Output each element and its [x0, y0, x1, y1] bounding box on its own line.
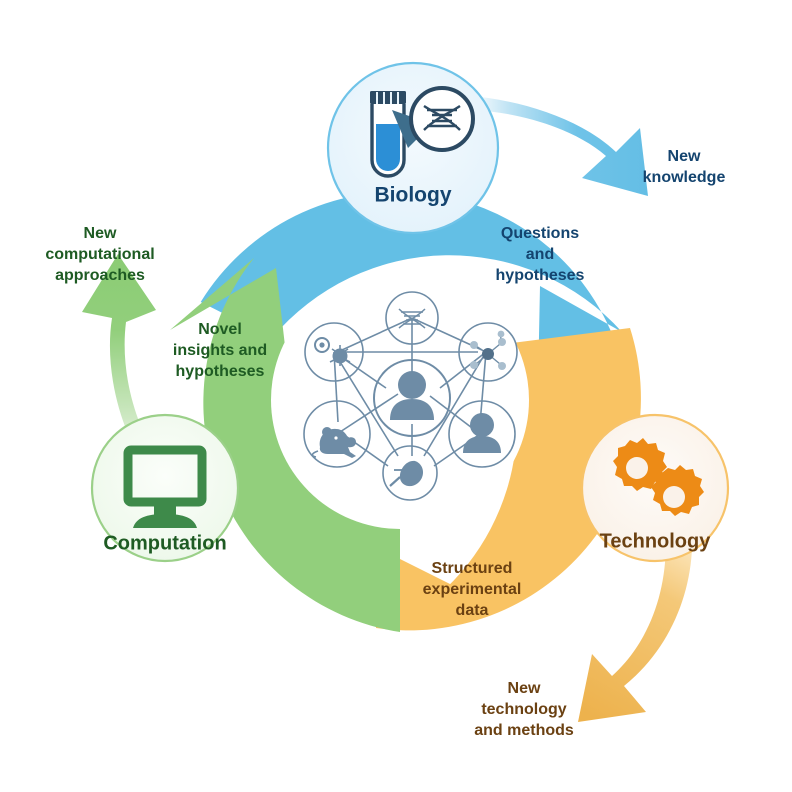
segment-label-novel-line2: insights and: [173, 342, 267, 359]
hub-node-person-right: [448, 400, 516, 468]
output-label-comp-line2: computational: [45, 246, 154, 263]
node-technology[interactable]: Technology: [580, 413, 730, 563]
hub-node-glyphs: [311, 308, 506, 487]
dna-icon: [398, 308, 426, 329]
test-tube-dna-magnifier-icon: [370, 86, 475, 178]
output-arrow-new-computational: [82, 254, 160, 472]
segment-label-questions-line2: and: [526, 246, 554, 263]
segment-label-structured-line2: experimental: [423, 581, 522, 598]
output-label-knowledge-line2: knowledge: [643, 169, 726, 186]
output-arrow-new-knowledge: [470, 96, 648, 196]
node-computation[interactable]: Computation: [90, 413, 240, 563]
output-labels: New knowledge New technology and methods…: [45, 148, 725, 739]
cell-microbe-icon: [314, 337, 351, 366]
ring-segment-biology-to-technology: [200, 191, 622, 386]
monitor-base: [133, 514, 197, 528]
hub-node-kidney: [382, 445, 438, 501]
research-entities-network: [303, 291, 518, 501]
magnifier-lens: [409, 86, 475, 152]
node-biology-circle[interactable]: [326, 61, 500, 235]
node-biology-label: Biology: [375, 184, 452, 207]
output-label-comp-line3: approaches: [55, 267, 145, 284]
output-label-tech-line3: and methods: [474, 722, 574, 739]
hub-node-cell: [304, 322, 364, 382]
test-tube-liquid: [376, 124, 400, 171]
test-tube-cap: [370, 91, 406, 104]
monitor-screen: [123, 445, 207, 507]
monitor-neck: [154, 504, 176, 515]
node-technology-label: Technology: [600, 530, 712, 552]
output-label-knowledge-line1: New: [668, 148, 701, 165]
gears-icon: [613, 438, 704, 516]
segment-label-questions-line1: Questions: [501, 225, 579, 242]
ring-segment-labels: Questions and hypotheses Structured expe…: [173, 225, 585, 619]
hub-node-person-center: [373, 359, 451, 437]
hub-edges: [333, 317, 487, 467]
hub-node-molecule: [458, 322, 518, 382]
segment-label-structured-line1: Structured: [432, 560, 513, 577]
output-label-tech-line2: technology: [481, 701, 566, 718]
person-icon: [463, 413, 501, 453]
desktop-computer-icon: [123, 445, 207, 528]
output-label-comp-line1: New: [84, 225, 117, 242]
mouse-rodent-icon: [311, 427, 356, 458]
hub-node-mouse: [303, 400, 371, 468]
segment-label-novel-line1: Novel: [198, 321, 242, 338]
person-icon-center: [390, 371, 434, 420]
segment-label-questions-line3: hypotheses: [496, 267, 585, 284]
molecule-icon: [470, 330, 506, 370]
dna-inside-lens: [423, 105, 461, 131]
segment-label-structured-line3: data: [456, 602, 489, 619]
node-computation-label: Computation: [103, 532, 226, 554]
ring-segment-technology-to-computation: [376, 328, 641, 631]
hub-node-dna: [385, 291, 439, 345]
node-biology[interactable]: Biology: [326, 61, 500, 235]
output-label-tech-line1: New: [508, 680, 541, 697]
segment-label-novel-line3: hypotheses: [176, 363, 265, 380]
kidney-organ-icon: [389, 460, 424, 487]
